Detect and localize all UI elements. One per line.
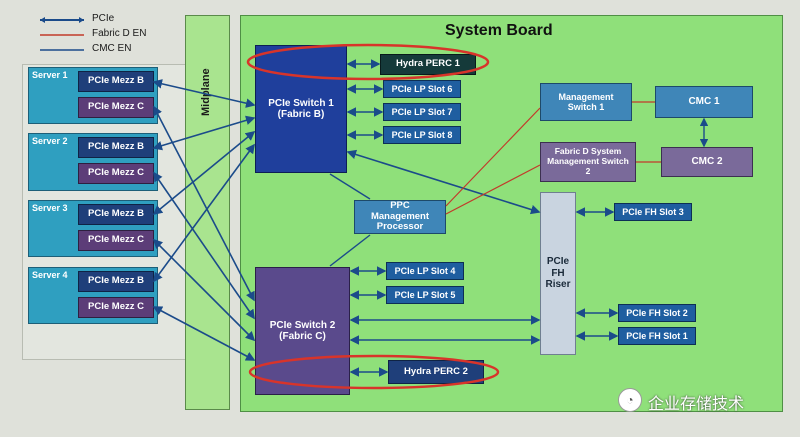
highlight-perc1 [246,43,490,81]
server-2-label: Server 2 [32,136,68,146]
link-s4c-switch2 [152,306,256,361]
management-switch-2: Fabric D System Management Switch 2 [540,142,636,182]
watermark-logo-icon: ◔ [618,388,642,412]
server-3-label: Server 3 [32,203,68,213]
link-s3c-switch2 [152,238,256,342]
link-s1c-switch2 [153,105,255,302]
link-s4b-switch1 [153,143,255,283]
legend-cmc-label: CMC EN [92,43,132,54]
lp-slot-4: PCIe LP Slot 4 [386,262,464,280]
legend-pcie-arrow-left [40,17,45,23]
link-ppc-mgmt1 [445,107,541,207]
legend-fabric-d-label: Fabric D EN [92,28,147,39]
legend-pcie-label: PCIe [92,13,115,24]
system-board-title: System Board [445,22,553,39]
legend-pcie-arrow-right [79,17,84,23]
link-s1b-switch1 [152,79,256,108]
server-4-label: Server 4 [32,270,68,280]
link-switch1-ppc [329,173,371,200]
link-switch1-riser [346,149,541,215]
server-1-mezz-b: PCIe Mezz B [78,71,154,92]
link-switch2-ppc [329,234,371,267]
pcie-switch-1: PCIe Switch 1 (Fabric B) [255,45,347,173]
link-ppc-mgmt2 [445,164,541,215]
link-s2c-switch2 [153,171,255,320]
pcie-switch-2: PCIe Switch 2 (Fabric C) [255,267,350,395]
cmc-1: CMC 1 [655,86,753,118]
hydra-perc-1: Hydra PERC 1 [380,54,476,75]
watermark-text: 企业存储技术 [648,396,745,413]
highlight-perc2 [248,354,500,390]
server-2-mezz-c: PCIe Mezz C [78,163,154,184]
server-1-label: Server 1 [32,70,68,80]
cmc-2: CMC 2 [661,147,753,177]
management-switch-1: Management Switch 1 [540,83,632,121]
pcie-fh-riser: PCIe FH Riser [540,192,576,355]
